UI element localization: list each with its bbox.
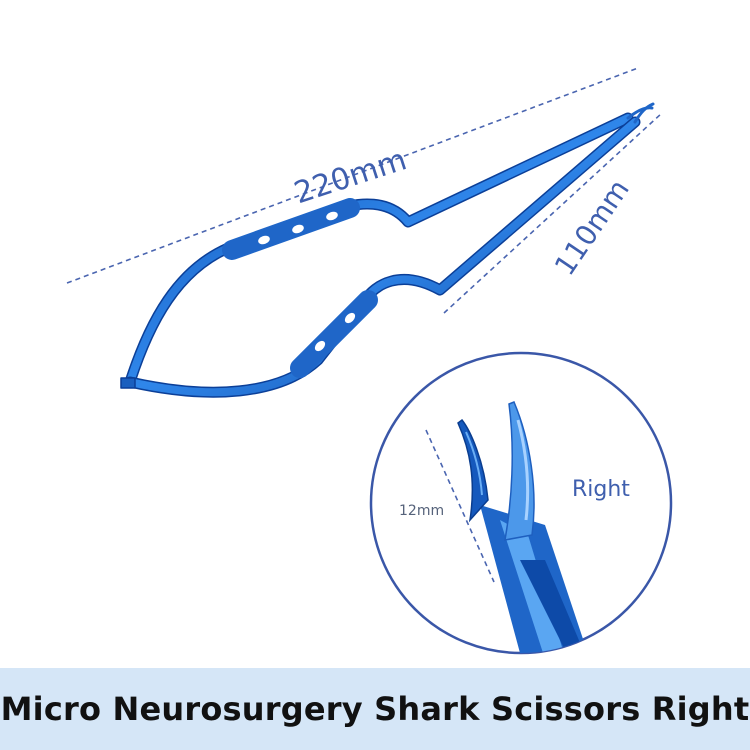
- handle-length-line: [443, 112, 663, 314]
- blade-direction-label: Right: [572, 477, 630, 502]
- total-length-line: [66, 67, 639, 284]
- tip-length-label: 12mm: [399, 503, 445, 519]
- tip-length-line: [425, 429, 495, 583]
- title-banner: Micro Neurosurgery Shark Scissors Right: [0, 668, 750, 750]
- tip-detail-lens: [369, 351, 673, 655]
- product-title: Micro Neurosurgery Shark Scissors Right: [0, 690, 750, 728]
- scissors-illustration: [120, 102, 655, 398]
